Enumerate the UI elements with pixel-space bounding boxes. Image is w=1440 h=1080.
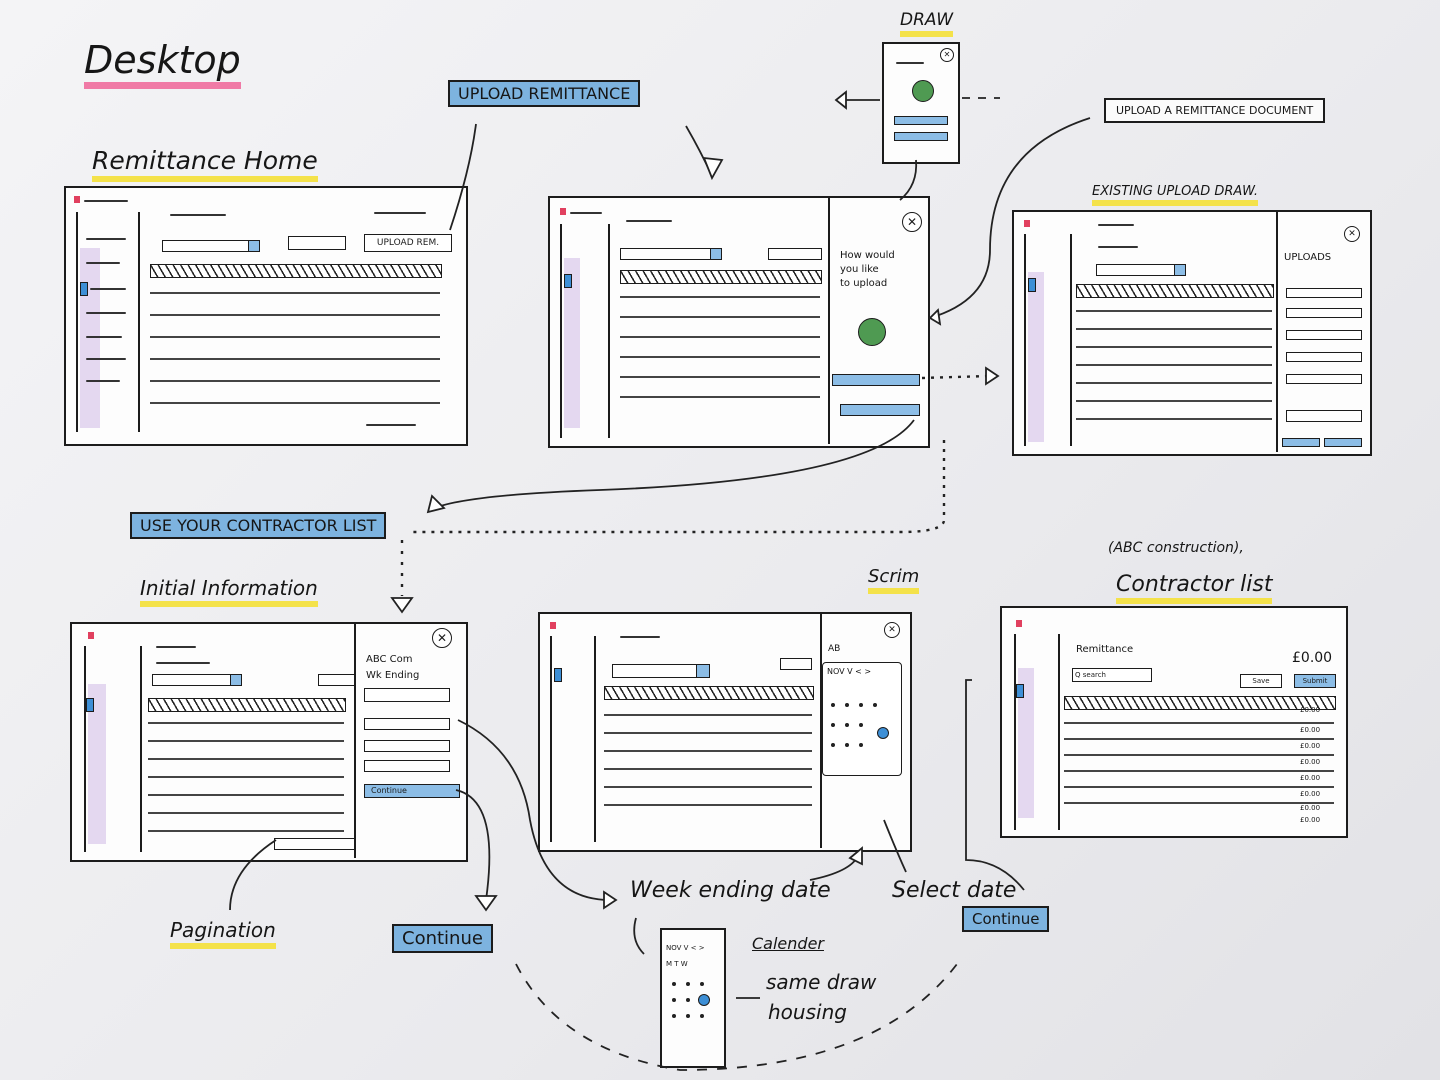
upload-remittance-button[interactable]: UPLOAD REM. xyxy=(364,234,452,252)
draw-label: DRAW xyxy=(900,10,954,37)
row-value: £0.00 xyxy=(1300,816,1321,824)
row-value: £0.00 xyxy=(1300,758,1321,766)
logo xyxy=(74,196,80,203)
search-input[interactable] xyxy=(162,240,254,252)
existing-upload-screen: ✕ UPLOADS xyxy=(1012,210,1372,456)
continue-callout-2: Continue xyxy=(962,906,1050,932)
draw-card: ✕ xyxy=(882,42,960,164)
remittance-home-screen: UPLOAD REM. xyxy=(64,186,468,446)
row-value: £0.00 xyxy=(1300,742,1321,750)
pagination-control[interactable] xyxy=(274,838,356,850)
existing-upload-label: EXISTING UPLOAD DRAW. xyxy=(1092,184,1259,206)
remittance-home-label: Remittance Home xyxy=(92,146,318,182)
same-draw-callout: same draw xyxy=(766,970,877,994)
globe-icon xyxy=(858,318,886,346)
upload-document-callout: UPLOAD A REMITTANCE DOCUMENT xyxy=(1104,98,1326,123)
drawer-panel xyxy=(828,198,928,444)
close-icon[interactable]: ✕ xyxy=(1344,226,1360,242)
date-picker[interactable]: NOV V < > xyxy=(822,662,902,776)
close-icon[interactable]: ✕ xyxy=(432,628,452,648)
submit-button[interactable]: Submit xyxy=(1294,674,1336,688)
select-date-callout: Select date xyxy=(892,878,1017,903)
close-icon[interactable]: ✕ xyxy=(940,48,954,62)
page-title: Desktop xyxy=(84,38,241,89)
close-icon[interactable]: ✕ xyxy=(902,212,922,232)
contractor-list-screen: Remittance £0.00 Q search Save Submit £0… xyxy=(1000,606,1348,838)
week-ending-callout: Week ending date xyxy=(630,878,831,903)
active-nav-marker xyxy=(80,282,88,296)
row-value: £0.00 xyxy=(1300,706,1321,714)
continue-callout-1: Continue xyxy=(392,924,493,953)
calendar-callout: Calender xyxy=(752,934,824,953)
row-value: £0.00 xyxy=(1300,774,1321,782)
close-icon[interactable]: ✕ xyxy=(884,622,900,638)
pagination-callout: Pagination xyxy=(170,918,276,949)
upload-drawer-screen: ✕ How would you like to upload xyxy=(548,196,930,448)
row-value: £0.00 xyxy=(1300,804,1321,812)
calendar-drawer-sketch: NOV V < > M T W xyxy=(660,928,726,1068)
upload-document-option-button[interactable] xyxy=(832,374,920,386)
save-button[interactable]: Save xyxy=(1240,674,1282,688)
initial-information-screen: ✕ ABC Com Wk Ending Continue xyxy=(70,622,468,862)
upload-remittance-callout: UPLOAD REMITTANCE xyxy=(448,80,641,107)
continue-button[interactable]: Continue xyxy=(364,784,460,798)
row-value: £0.00 xyxy=(1300,790,1321,798)
housing-callout: housing xyxy=(768,1000,847,1024)
total-amount: £0.00 xyxy=(1292,650,1333,666)
contractor-company-label: (ABC construction), xyxy=(1108,540,1244,556)
scrim-label: Scrim xyxy=(868,566,920,594)
row-value: £0.00 xyxy=(1300,726,1321,734)
search-input[interactable]: Q search xyxy=(1072,668,1152,682)
use-contractor-list-option-button[interactable] xyxy=(840,404,920,416)
globe-icon xyxy=(912,80,934,102)
scrim-screen: ✕ AB NOV V < > xyxy=(538,612,912,852)
initial-information-label: Initial Information xyxy=(140,576,318,607)
use-contractor-list-callout: USE YOUR CONTRACTOR LIST xyxy=(130,512,387,539)
contractor-list-label: Contractor list xyxy=(1116,572,1273,604)
